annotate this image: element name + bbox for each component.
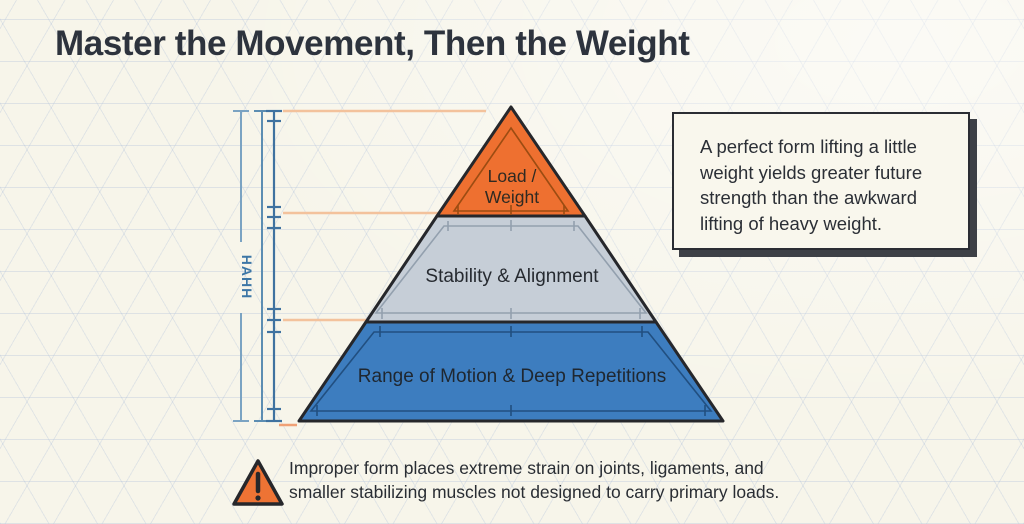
extension-lines xyxy=(279,109,486,427)
page-title: Master the Movement, Then the Weight xyxy=(55,24,690,63)
callout-text-line: A perfect form lifting a little xyxy=(700,136,917,157)
warning-text-line: Improper form places extreme strain on j… xyxy=(289,458,764,478)
pyramid xyxy=(297,105,725,423)
warning-caption: Improper form places extreme strain on j… xyxy=(289,457,779,504)
tier3-label: Range of Motion & Deep Repetitions xyxy=(358,366,666,387)
callout-text-line: lifting of heavy weight. xyxy=(700,212,883,234)
dimension-line-inner xyxy=(266,109,282,423)
warning-text-line: smaller stabilizing muscles not designed… xyxy=(289,481,780,502)
tier-inner-outlines xyxy=(309,126,713,416)
dimension-line-middle xyxy=(254,110,270,422)
tier1-label-line2: Weight xyxy=(485,187,539,207)
tier2-inner-outline xyxy=(374,220,648,319)
callout-text-line: strength than the awkward xyxy=(700,187,917,208)
tier2-label: Stability & Alignment xyxy=(425,266,599,287)
dimension-lines: HAHH xyxy=(233,109,282,423)
dimension-line-outer xyxy=(233,110,249,422)
tier-range-of-motion xyxy=(297,320,725,423)
callout-box: A perfect form lifting a little weight y… xyxy=(672,112,970,250)
warning-triangle-icon xyxy=(232,459,284,506)
dimension-label: HAHH xyxy=(239,255,255,299)
callout-text-line: weight yields greater future xyxy=(700,161,923,183)
tier1-label-line1: Load / xyxy=(488,166,537,186)
tier3-inner-outline xyxy=(309,326,713,416)
tier1-inner-outline xyxy=(452,126,570,215)
